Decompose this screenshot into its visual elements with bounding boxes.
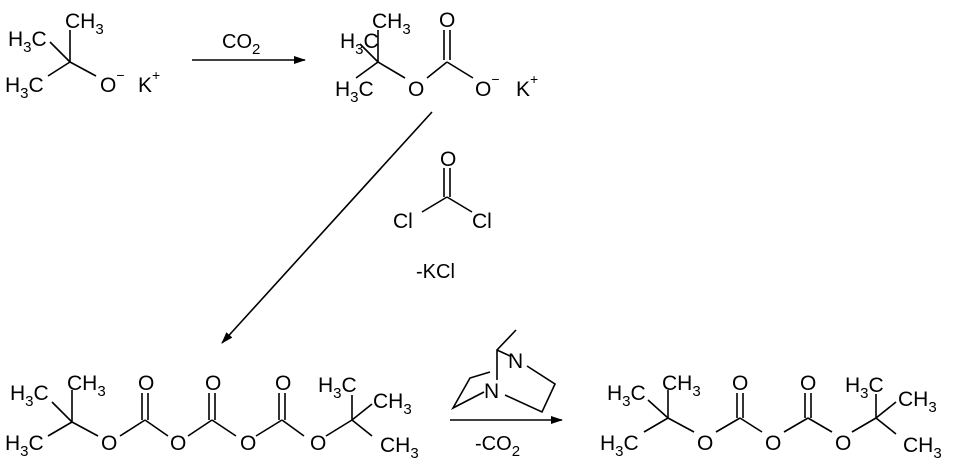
atom-label: O− [475,71,500,101]
atom-label: H3C [5,74,44,102]
dabco-structure [450,329,557,414]
atom-label: O− [100,67,125,97]
atom-label: K+ [516,71,538,101]
atom-label: O [440,148,456,171]
reagent-label: CO2 [222,31,260,58]
di-tert-butyl-tricarbonate: H3C CH3 H3C O O O O O O O H3C CH3 CH3 [5,372,419,462]
reaction-arrow-2 [221,111,433,344]
atom-label: H3C [8,28,47,56]
byproduct-label: -CO2 [475,433,520,460]
atom-label: O [310,432,326,455]
atom-label: H3C [335,78,374,106]
atom-label: K+ [138,67,160,97]
atom-label: O [765,432,781,455]
atom-label: O [275,372,291,395]
atom-label: CH3 [380,434,419,462]
atom-label: Cl [472,210,492,233]
atom-label: O [697,432,713,455]
atom-label: H3C [5,432,44,460]
atom-label: CH3 [373,390,412,418]
atom-label: H3C [318,374,357,402]
atom-label: O [138,372,154,395]
atom-label: N [484,380,499,403]
potassium-tert-butoxide: H3C CH3 H3C O− K+ [5,10,160,102]
atom-label: CH3 [372,10,411,38]
atom-label: O [732,372,748,395]
byproduct-label: -KCl [416,261,455,283]
atom-label: H3C [600,432,639,460]
atom-label: O [800,372,816,395]
potassium-tert-butyl-carbonate: H3C CH3 H3C O O O− K+ [335,9,538,106]
atom-label: Cl [393,210,413,233]
di-tert-butyl-dicarbonate: H3C CH3 H3C O O O O O H3C CH3 CH3 [600,372,942,462]
atom-label: CH3 [662,372,701,400]
atom-label: O [170,432,186,455]
atom-label: H3C [340,30,379,58]
phosgene: O Cl Cl -KCl [393,148,492,283]
atom-label: N [508,350,523,373]
atom-label: O [835,432,851,455]
atom-label: O [408,78,424,101]
atom-label: H3C [607,382,646,410]
atom-label: H3C [10,382,49,410]
atom-label: O [101,432,117,455]
atom-label: O [205,372,221,395]
atom-label: CH3 [898,388,937,416]
atom-label: O [240,432,256,455]
atom-label: CH3 [67,372,106,400]
atom-label: CH3 [65,10,104,38]
atom-label: O [439,9,455,32]
atom-label: H3C [845,374,884,402]
atom-label: CH3 [903,434,942,462]
reaction-arrow-1: CO2 [192,31,306,64]
reaction-arrow-3: N N -CO2 [450,329,563,460]
